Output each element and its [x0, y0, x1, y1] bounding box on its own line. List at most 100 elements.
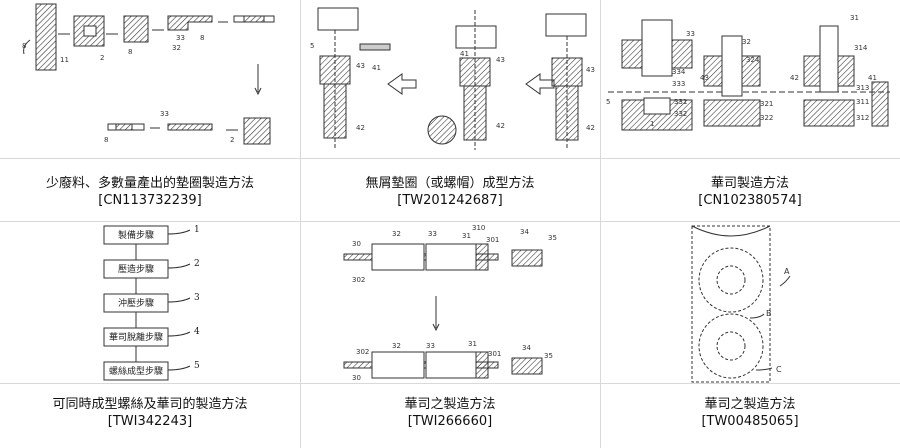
p5-label: 302 — [356, 348, 369, 356]
p5-label: 310 — [472, 224, 485, 232]
panel-5-caption: 華司之製造方法 [TWI266660] — [300, 396, 600, 430]
row-divider — [0, 221, 900, 222]
panel-3-drawing: 33 334 32 324 31 314 333 331 332 321 322… — [600, 0, 900, 158]
patent-number: [TW201242687] — [397, 193, 503, 208]
patent-number: [TWI342243] — [107, 414, 193, 429]
p3-label: 41 — [868, 74, 877, 82]
p3-label: 32 — [742, 38, 751, 46]
p6-label: A — [784, 267, 790, 276]
panel-5-drawing: 30 32 33 31 310 301 34 35 302 302 32 33 … — [300, 222, 600, 383]
p1-label: 8 — [200, 34, 204, 42]
p5-label: 32 — [392, 230, 401, 238]
panel-4-caption: 可同時成型螺絲及華司的製造方法 [TWI342243] — [0, 396, 300, 430]
row-divider — [0, 383, 900, 384]
flow-step-number: 4 — [194, 327, 200, 337]
p2-label: 43 — [496, 56, 505, 64]
flow-step-number: 5 — [194, 361, 200, 371]
p5-label: 301 — [488, 350, 501, 358]
flow-step-number: 2 — [194, 259, 200, 269]
p1-label: 11 — [60, 56, 69, 64]
panel-4-flowchart: 製備步驟 壓造步驟 沖壓步驟 華司脫離步驟 螺絲成型步驟 — [0, 222, 300, 383]
panel-title: 華司之製造方法 — [404, 397, 496, 412]
p3-label: 1 — [650, 120, 654, 128]
panel-6-drawing: A B C — [600, 222, 900, 383]
p3-label: 5 — [606, 98, 610, 106]
flow-step-label: 螺絲成型步驟 — [109, 365, 163, 377]
panel-2-caption: 無屑墊圈（或螺帽）成型方法 [TW201242687] — [300, 175, 600, 209]
p5-label: 301 — [486, 236, 499, 244]
panel-title: 可同時成型螺絲及華司的製造方法 — [52, 397, 248, 412]
p3-label: 324 — [746, 56, 760, 64]
flow-step-2: 壓造步驟 — [103, 259, 169, 279]
p5-label: 35 — [548, 234, 557, 242]
flow-step-1: 製備步驟 — [103, 225, 169, 245]
p3-label: 333 — [672, 80, 685, 88]
p3-label: 43 — [700, 74, 709, 82]
p1-label: 32 — [172, 44, 181, 52]
column-divider — [300, 0, 301, 448]
p1-label: 2 — [100, 54, 104, 62]
flow-step-5: 螺絲成型步驟 — [103, 361, 169, 381]
p1-label: 33 — [176, 34, 185, 42]
p6-label: C — [776, 365, 782, 374]
p2-label: 42 — [356, 124, 365, 132]
p2-label: 41 — [372, 64, 381, 72]
p6-label: B — [766, 309, 772, 318]
flow-step-number: 3 — [194, 293, 200, 303]
column-divider — [600, 0, 601, 448]
p1-label: 2 — [230, 136, 234, 144]
p5-label: 34 — [522, 344, 531, 352]
panel-1-drawing: 11 8 2 8 8 32 33 33 8 2 — [0, 0, 300, 158]
p3-label: 321 — [760, 100, 773, 108]
p2-label: 5 — [310, 42, 314, 50]
panel-title: 無屑墊圈（或螺帽）成型方法 — [365, 176, 535, 191]
p3-label: 322 — [760, 114, 773, 122]
p5-label: 34 — [520, 228, 529, 236]
p2-label: 41 — [460, 50, 469, 58]
panel-title: 華司製造方法 — [710, 176, 789, 191]
p3-label: 311 — [856, 98, 869, 106]
panel-2-drawing: 5 41 43 43 42 42 41 43 42 — [300, 0, 600, 158]
patent-number: [CN102380574] — [698, 193, 802, 208]
panel-6-caption: 華司之製造方法 [TW00485065] — [600, 396, 900, 430]
p5-label: 33 — [428, 230, 437, 238]
p5-label: 32 — [392, 342, 401, 350]
panel-title: 少廢料、多數量產出的墊圈製造方法 — [45, 176, 254, 191]
p2-label: 42 — [496, 122, 505, 130]
p3-label: 313 — [856, 84, 869, 92]
flow-step-3: 沖壓步驟 — [103, 293, 169, 313]
p5-label: 35 — [544, 352, 553, 360]
panel-1-caption: 少廢料、多數量產出的墊圈製造方法 [CN113732239] — [0, 175, 300, 209]
p5-label: 30 — [352, 374, 361, 382]
p3-label: 42 — [790, 74, 799, 82]
p2-label: 43 — [356, 62, 365, 70]
p3-label: 314 — [854, 44, 868, 52]
patent-number: [TW00485065] — [701, 414, 799, 429]
p1-label: 8 — [22, 42, 26, 50]
patent-number: [TWI266660] — [407, 414, 493, 429]
panel-3-caption: 華司製造方法 [CN102380574] — [600, 175, 900, 209]
flow-step-label: 華司脫離步驟 — [109, 331, 163, 343]
p5-label: 31 — [462, 232, 471, 240]
flow-step-label: 壓造步驟 — [118, 263, 154, 275]
p3-label: 331 — [674, 98, 687, 106]
row-divider — [0, 158, 900, 159]
p5-label: 30 — [352, 240, 361, 248]
p3-label: 33 — [686, 30, 695, 38]
p1-label: 33 — [160, 110, 169, 118]
p5-label: 302 — [352, 276, 365, 284]
p1-label: 8 — [128, 48, 132, 56]
p3-label: 332 — [674, 110, 687, 118]
p2-label: 43 — [586, 66, 595, 74]
p5-label: 31 — [468, 340, 477, 348]
patent-number: [CN113732239] — [98, 193, 202, 208]
p3-label: 312 — [856, 114, 869, 122]
p3-label: 334 — [672, 68, 686, 76]
flow-step-label: 沖壓步驟 — [118, 297, 154, 309]
p2-label: 42 — [586, 124, 595, 132]
p5-label: 33 — [426, 342, 435, 350]
flow-step-number: 1 — [194, 225, 200, 235]
p3-label: 31 — [850, 14, 859, 22]
flow-step-4: 華司脫離步驟 — [103, 327, 169, 347]
